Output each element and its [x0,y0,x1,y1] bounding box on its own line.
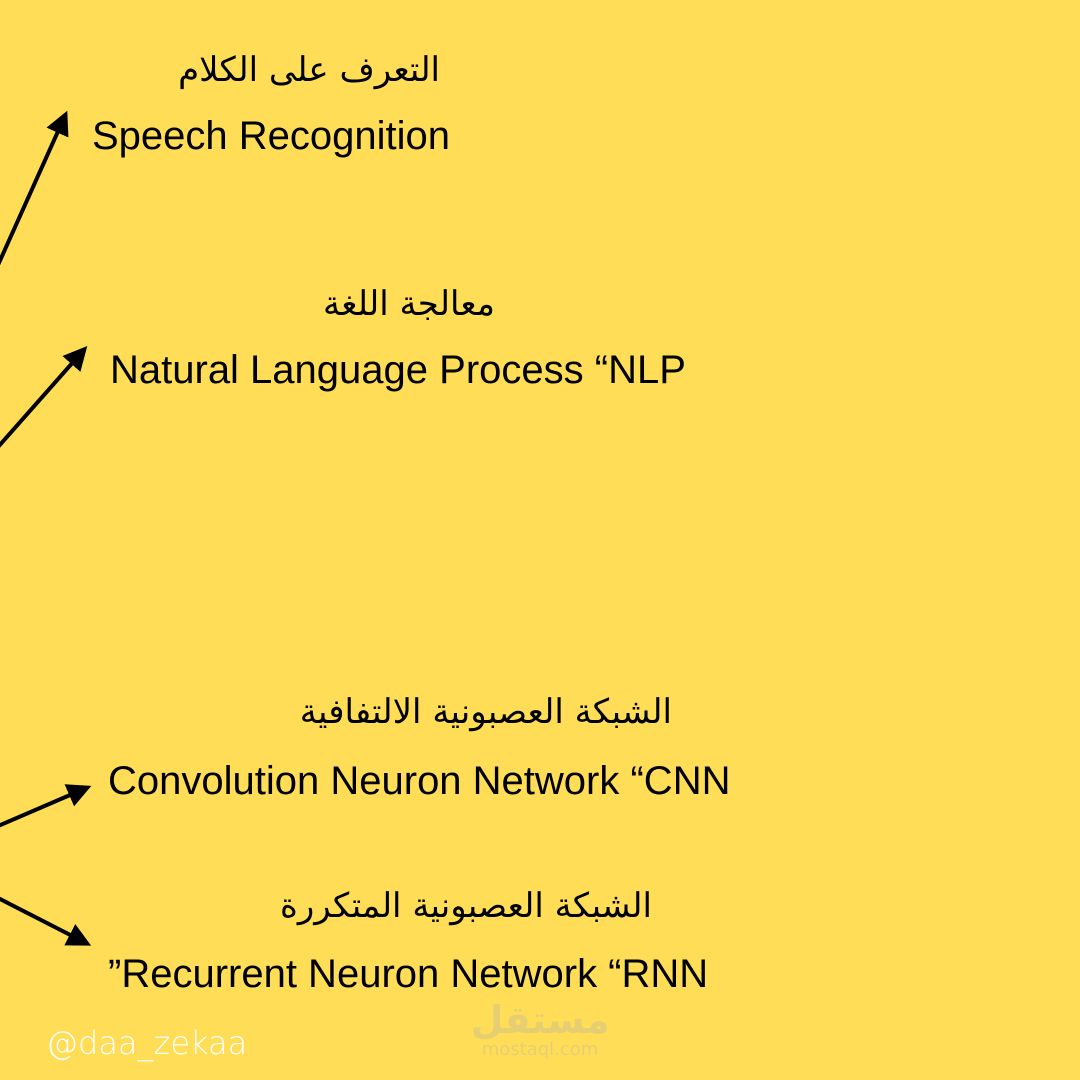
watermark-domain: mostaql.com [481,1039,599,1060]
arrow-rnn [0,896,92,946]
arrow-nlp [0,346,88,448]
speech-arabic-label: التعرف على الكلام [178,50,440,90]
social-handle: @daa_zekaa [46,1024,248,1062]
watermark: مستقل mostaql.com [470,1000,610,1060]
arrow-cnn [0,784,92,828]
nlp-english-label: Natural Language Process “NLP [110,348,686,392]
rnn-english-label: ”Recurrent Neuron Network “RNN [108,952,709,996]
cnn-arabic-label: الشبكة العصبونية الالتفافية [299,692,672,732]
speech-english-label: Speech Recognition [92,114,451,158]
arrow-speech [0,110,69,266]
watermark-logo: مستقل [470,998,610,1042]
rnn-arabic-label: الشبكة العصبونية المتكررة [280,886,652,926]
cnn-english-label: Convolution Neuron Network “CNN [108,759,731,803]
nlp-arabic-label: معالجة اللغة [322,284,495,324]
